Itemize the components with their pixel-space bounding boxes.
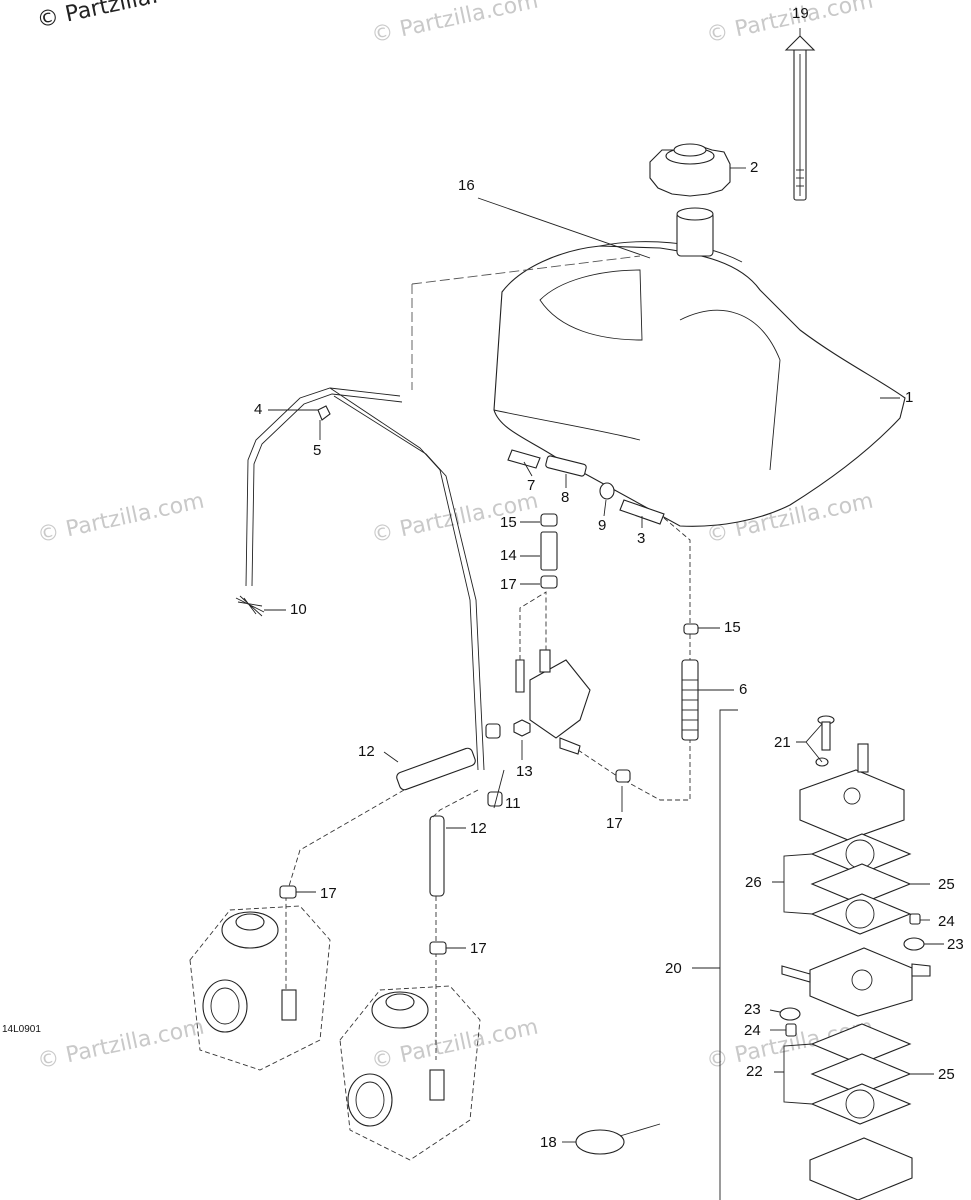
gasket [810,833,912,875]
clamp-17 [279,885,297,899]
vent-clip [317,405,331,421]
callout-24: 24 [744,1022,761,1039]
cable-tie [575,1123,661,1155]
gasket [810,1023,912,1065]
callout-17: 17 [500,576,517,593]
carburetor [189,905,331,1071]
hose-14 [540,531,558,571]
long-bolt [784,35,816,201]
callout-24: 24 [938,913,955,930]
carburetor [339,985,481,1161]
callout-4: 4 [254,401,263,418]
callout-2: 2 [750,159,759,176]
callout-22: 22 [746,1063,763,1080]
callout-21: 21 [774,734,791,751]
spring [235,595,265,617]
corrugated-hose [681,659,699,741]
callout-19: 19 [792,5,809,22]
kit-bracket [719,709,738,1200]
callout-17: 17 [320,885,337,902]
leader-lines [264,28,944,1143]
callout-15: 15 [500,514,517,531]
clamp-17 [540,575,558,589]
pump-body [781,947,931,1017]
callout-26: 26 [745,874,762,891]
callout-25: 25 [938,876,955,893]
screw [817,715,835,751]
gasket [810,893,912,935]
pump-cover [799,743,905,841]
clamp-15 [683,623,699,635]
callout-13: 13 [516,763,533,780]
callout-16: 16 [458,177,475,194]
callout-25: 25 [938,1066,955,1083]
callout-12: 12 [470,820,487,837]
gasket [810,1083,912,1125]
callout-17: 17 [470,940,487,957]
fuel-valve-assembly [507,449,691,801]
clamp-17 [615,769,631,783]
valve-disc [779,1007,801,1021]
vent-hose [245,255,641,771]
fuel-tank [493,207,906,527]
callout-15: 15 [724,619,741,636]
callout-1: 1 [905,389,914,406]
clamp-15 [540,513,558,527]
callout-18: 18 [540,1134,557,1151]
valve [785,1023,797,1037]
fuel-pump [515,591,621,779]
callout-23: 23 [947,936,964,953]
callout-11: 11 [505,795,521,812]
callout-8: 8 [561,489,570,506]
clamp-17 [429,941,447,955]
valve-disc [903,937,925,951]
callout-14: 14 [500,547,517,564]
pump-base [809,1137,913,1200]
callout-5: 5 [313,442,322,459]
fuel-cap [649,143,731,197]
hose-12 [429,815,445,897]
callout-9: 9 [598,517,607,534]
callout-10: 10 [290,601,307,618]
diagram-code: 14L0901 [2,1024,41,1035]
callout-20: 20 [665,960,682,977]
nut-13 [513,719,531,737]
clamp-11 [487,791,503,807]
callout-17: 17 [606,815,623,832]
callout-6: 6 [739,681,748,698]
callout-23: 23 [744,1001,761,1018]
callout-7: 7 [527,477,536,494]
clamp-11 [485,723,501,739]
callout-12: 12 [358,743,375,760]
hose-12 [396,747,476,791]
valve [909,913,921,925]
callout-3: 3 [637,530,646,547]
